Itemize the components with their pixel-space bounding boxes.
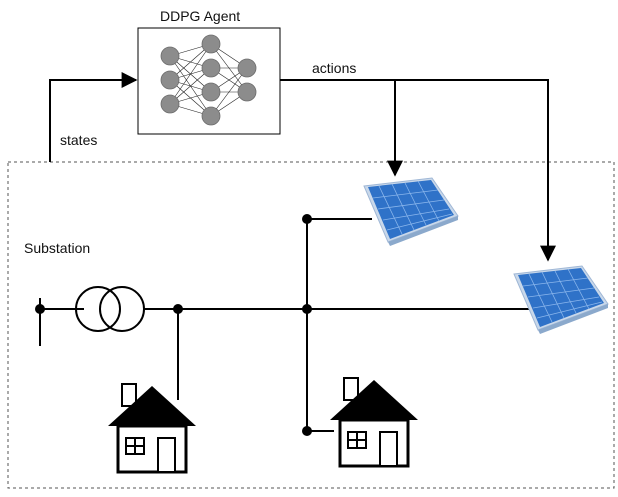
house-icon (108, 383, 196, 474)
house-icon (330, 377, 418, 468)
nn-neuron (201, 82, 221, 102)
substation-label: Substation (24, 240, 91, 256)
solar-panel-icon (363, 177, 459, 246)
actions-label: actions (312, 60, 357, 76)
nn-neuron (160, 94, 180, 114)
neural-network-icon (160, 34, 257, 126)
states-label: states (60, 132, 98, 148)
nn-neuron (201, 58, 221, 78)
nn-neuron (237, 82, 257, 102)
nn-neuron (237, 58, 257, 78)
transformer-icon (75, 286, 145, 332)
agent-title: DDPG Agent (160, 8, 241, 24)
nn-neuron (160, 46, 180, 66)
network-boundary (7, 161, 615, 489)
nn-connection (210, 67, 248, 117)
actions-line (280, 79, 556, 262)
nn-connection (169, 43, 212, 105)
nn-neuron (201, 106, 221, 126)
states-arrow (49, 72, 138, 162)
solar-panel-icon (513, 265, 609, 334)
nn-neuron (201, 34, 221, 54)
nn-neuron (160, 70, 180, 90)
